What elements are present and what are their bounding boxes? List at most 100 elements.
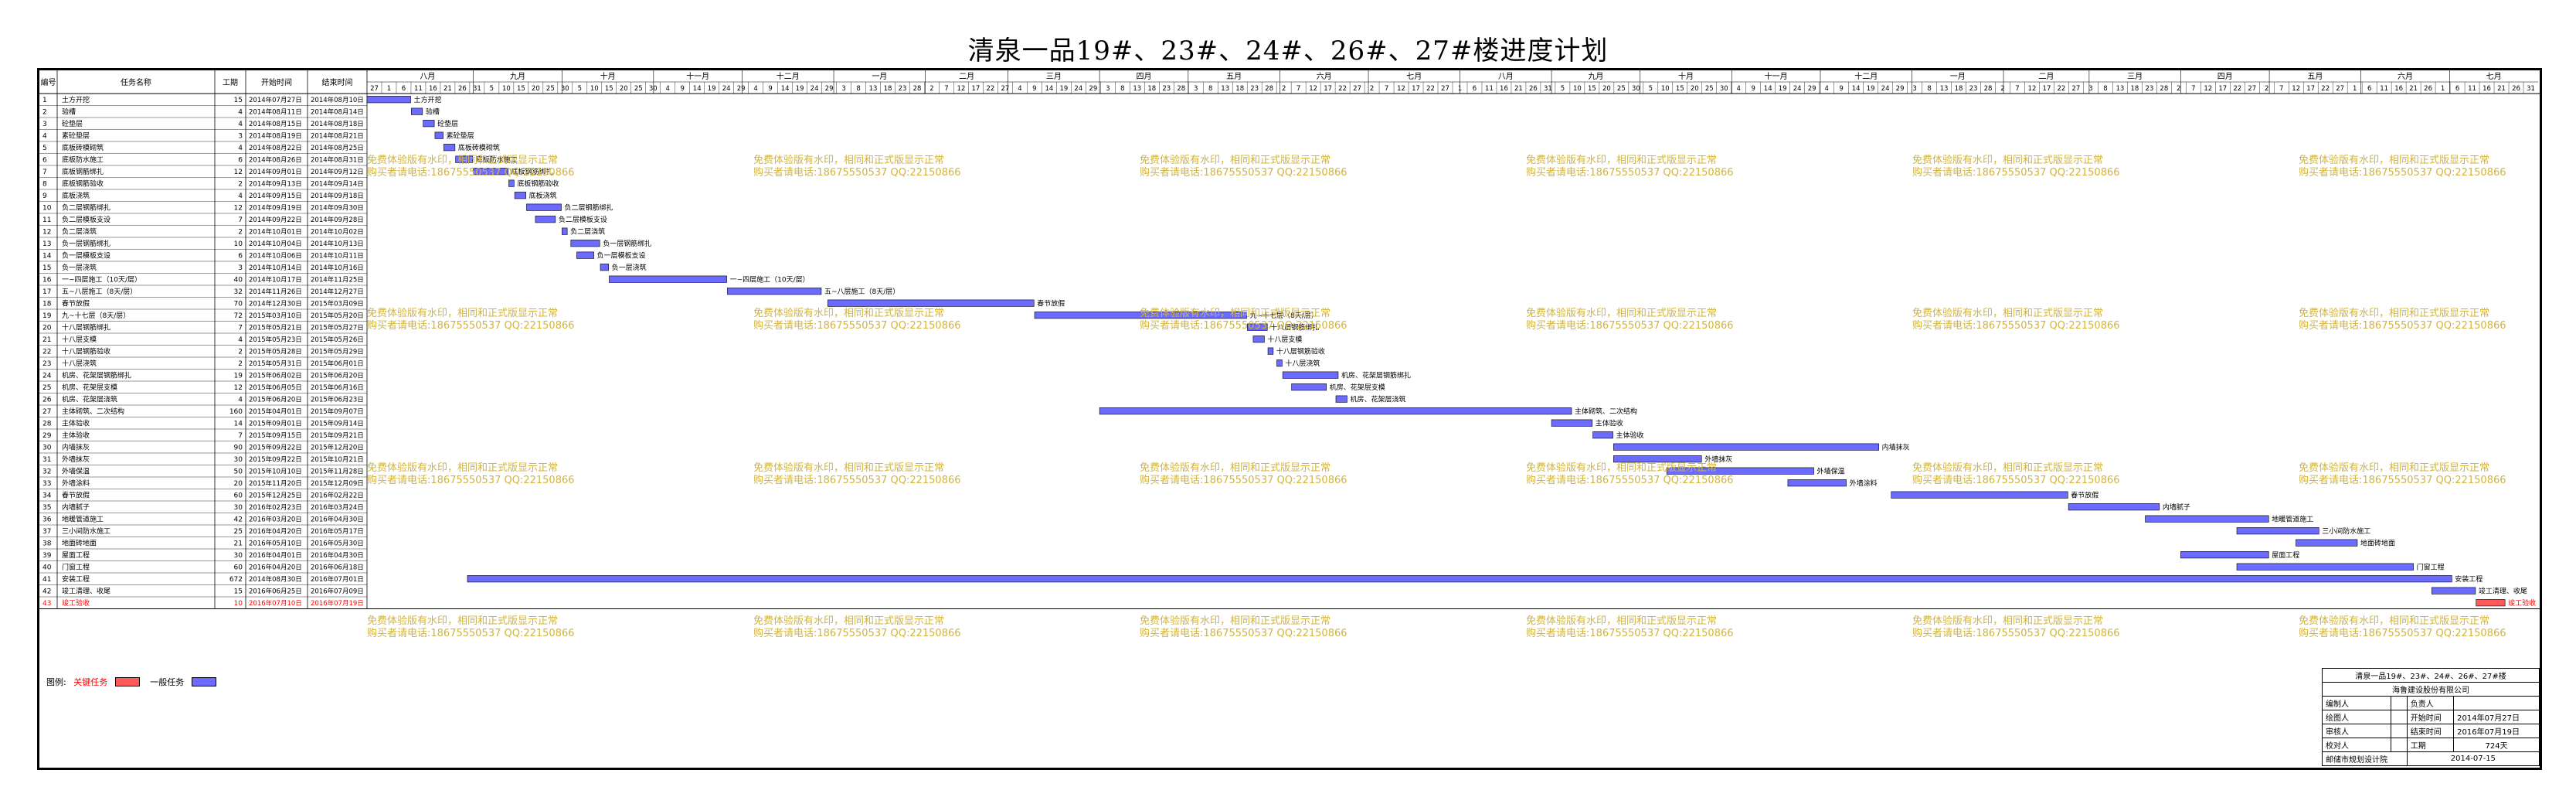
watermark-line: 购买者请电话:18675550537 QQ:22150866: [1526, 475, 1734, 486]
task-name: 负二层钢筋绑扎: [62, 203, 110, 213]
watermark: 免费体验版有水印，相同和正式版显示正常购买者请电话:18675550537 QQ…: [1140, 155, 1347, 179]
day-tick: 4: [1018, 85, 1021, 93]
task-bar-label: 九~十七层（8天/层）: [1249, 311, 1317, 320]
day-tick: 17: [2043, 85, 2051, 93]
task-duration: 32: [234, 288, 243, 296]
task-bar: [1335, 395, 1347, 403]
day-tick: 27: [1353, 85, 1361, 93]
day-tick: 29: [1896, 85, 1905, 93]
day-tick: 29: [825, 85, 834, 93]
watermark-line: 购买者请电话:18675550537 QQ:22150866: [753, 320, 961, 332]
task-name: 一~四层施工（10天/层）: [62, 275, 141, 284]
day-tick: 2: [2000, 85, 2004, 93]
task-start: 2015年12月25日: [249, 492, 302, 500]
watermark-line: 免费体验版有水印，相同和正式版显示正常: [1526, 155, 1718, 166]
task-end: 2016年04月30日: [311, 551, 364, 560]
task-no: 36: [42, 516, 52, 524]
task-end: 2015年05月26日: [311, 336, 364, 344]
day-tick: 18: [1955, 85, 1963, 93]
task-bar-label: 素砼垫层: [447, 131, 474, 141]
task-bar-label: 内墙腻子: [2163, 502, 2190, 512]
watermark-line: 购买者请电话:18675550537 QQ:22150866: [1912, 320, 2120, 332]
info-box: 清泉一品19#、23#、24#、26#、27#楼 海鲁建设股份有限公司 编制人负…: [2321, 668, 2540, 766]
day-tick: 11: [2380, 85, 2388, 93]
day-tick: 14: [1852, 85, 1861, 93]
task-name: 十八层钢筋验收: [62, 347, 110, 356]
task-bar-label: 机房、花架层支模: [1330, 383, 1385, 392]
header-name: 任务名称: [121, 77, 151, 87]
task-duration: 4: [238, 121, 243, 128]
day-tick: 6: [1473, 85, 1477, 93]
task-name: 土方开挖: [62, 95, 90, 104]
task-start: 2014年09月13日: [249, 180, 302, 189]
task-end: 2015年09月07日: [311, 407, 364, 416]
watermark-line: 购买者请电话:18675550537 QQ:22150866: [1526, 628, 1734, 639]
day-tick: 8: [2103, 85, 2107, 93]
month-label: 八月: [420, 72, 435, 81]
month-label: 十二月: [777, 71, 800, 81]
task-name: 十八层浇筑: [62, 359, 97, 368]
task-bar-label: 主体验收: [1616, 431, 1644, 440]
task-bar-label: 十八层钢筋验收: [1276, 347, 1325, 356]
task-name: 负二层浇筑: [62, 227, 97, 237]
day-tick: 15: [1676, 85, 1684, 93]
task-end: 2016年04月30日: [311, 516, 364, 524]
watermark: 免费体验版有水印，相同和正式版显示正常购买者请电话:18675550537 QQ…: [1526, 308, 1734, 332]
day-tick: 22: [1426, 85, 1435, 93]
day-tick: 4: [666, 85, 670, 93]
task-end: 2015年09月14日: [311, 420, 364, 428]
day-tick: 1: [1458, 85, 1462, 93]
task-name: 负二层模板支设: [62, 215, 110, 224]
task-name: 底板防水施工: [62, 155, 104, 165]
task-bar-label: 一~四层施工（10天/层）: [730, 275, 810, 284]
task-start: 2014年08月19日: [249, 132, 302, 141]
task-start: 2014年10月06日: [249, 252, 302, 261]
day-tick: 3: [841, 85, 845, 93]
watermark: 免费体验版有水印，相同和正式版显示正常购买者请电话:18675550537 QQ…: [1140, 308, 1347, 332]
watermark: 免费体验版有水印，相同和正式版显示正常购买者请电话:18675550537 QQ…: [753, 155, 961, 179]
task-name: 验槽: [62, 107, 76, 117]
day-tick: 21: [2497, 85, 2506, 93]
task-end: 2014年08月21日: [311, 132, 364, 141]
task-end: 2016年02月22日: [311, 492, 364, 500]
task-bar-label: 机房、花架层浇筑: [1350, 395, 1405, 404]
task-bar-label: 底板钢筋验收: [517, 179, 559, 189]
watermark: 免费体验版有水印，相同和正式版显示正常购买者请电话:18675550537 QQ…: [753, 308, 961, 332]
day-tick: 6: [2367, 85, 2371, 93]
task-bar: [1613, 455, 1702, 463]
day-tick: 7: [2279, 85, 2283, 93]
task-bar: [1034, 312, 1247, 319]
task-start: 2016年03月20日: [249, 516, 302, 524]
watermark-line: 购买者请电话:18675550537 QQ:22150866: [1140, 320, 1347, 332]
task-name: 素砼垫层: [62, 131, 90, 141]
month-label: 二月: [959, 72, 974, 81]
day-tick: 28: [913, 85, 922, 93]
watermark-line: 免费体验版有水印，相同和正式版显示正常: [2299, 462, 2490, 474]
task-no: 23: [42, 360, 51, 368]
task-name: 底板浇筑: [62, 191, 90, 200]
info-cell: 结束时间: [2406, 724, 2455, 738]
watermark-line: 购买者请电话:18675550537 QQ:22150866: [1140, 628, 1347, 639]
info-cell: 校对人: [2321, 738, 2392, 752]
day-tick: 29: [1089, 85, 1097, 93]
day-tick: 19: [1059, 85, 1068, 93]
header-no: 编号: [41, 77, 56, 87]
task-name: 机房、花架层钢筋绑扎: [62, 371, 131, 380]
task-bar-label: 砼垫层: [437, 119, 458, 128]
day-tick: 11: [1485, 85, 1494, 93]
day-tick: 13: [1221, 85, 1229, 93]
month-label: 三月: [2127, 72, 2143, 81]
task-duration: 4: [238, 397, 243, 404]
task-bar: [600, 264, 609, 271]
task-end: 2015年11月28日: [311, 468, 364, 476]
day-tick: 24: [722, 85, 731, 93]
task-end: 2014年10月16日: [311, 264, 364, 272]
day-tick: 5: [490, 85, 494, 93]
task-duration: 12: [234, 205, 243, 213]
task-no: 17: [42, 288, 51, 296]
task-start: 2014年10月01日: [249, 228, 302, 237]
day-tick: 10: [1661, 85, 1670, 93]
task-bar: [1613, 443, 1879, 451]
task-end: 2015年10月21日: [311, 455, 364, 464]
task-bar: [2145, 515, 2269, 523]
